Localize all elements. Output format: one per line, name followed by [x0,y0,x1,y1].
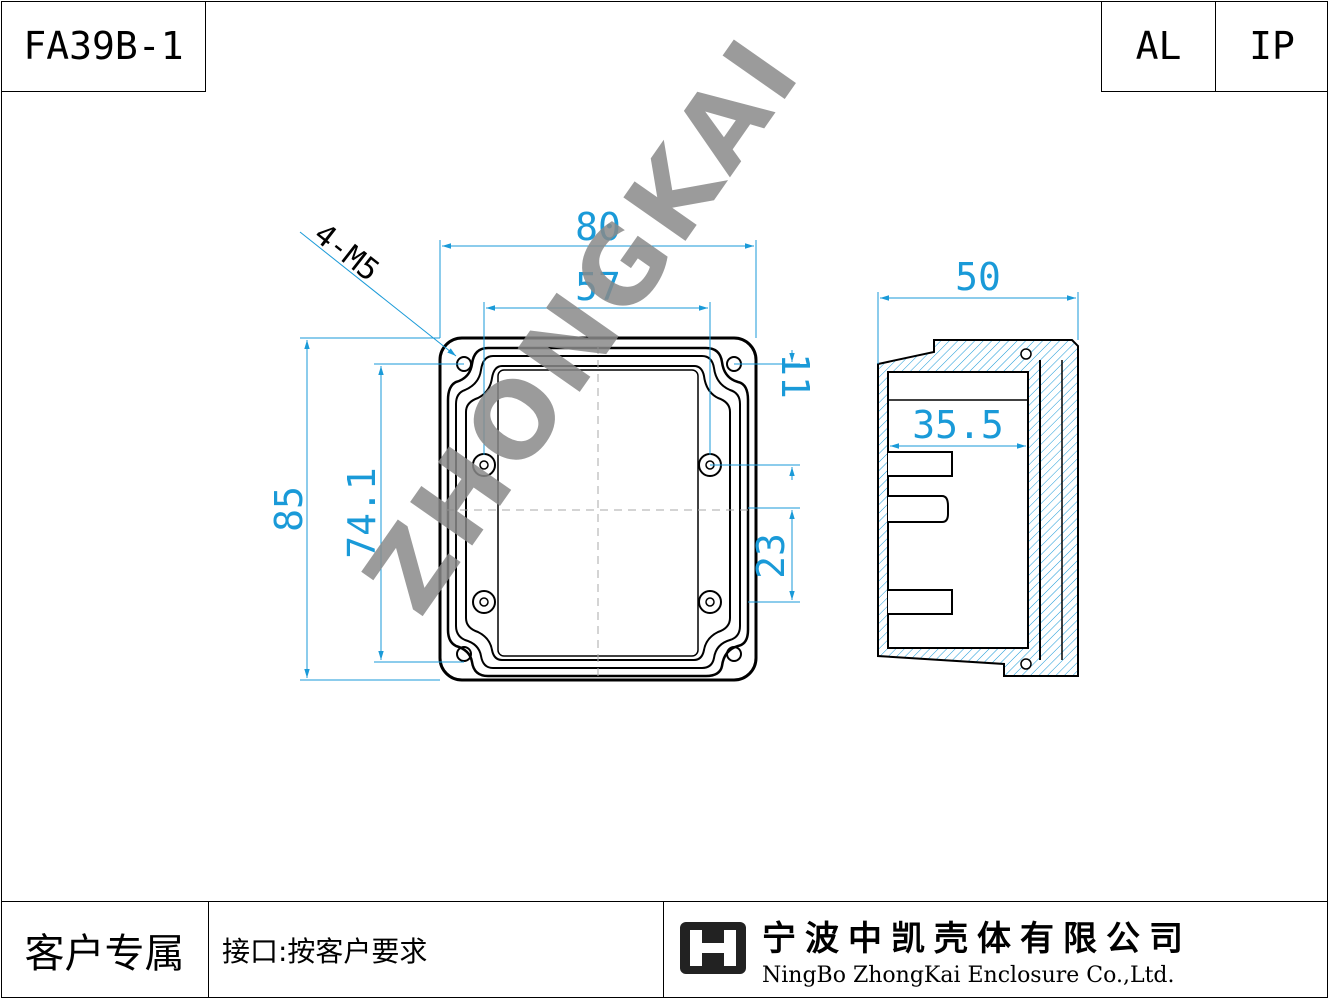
footer-divider [2,901,1328,902]
dim-height-outer: 85 [267,486,311,532]
dim-inner-depth: 35.5 [912,403,1004,447]
side-view [877,339,1079,677]
footer-divider-company [663,901,664,998]
footer-divider-customer [208,901,209,998]
material-tag: AL [1135,24,1182,68]
top-view [438,336,758,682]
mount-hole-bl [456,646,472,662]
dim-offset-top: 11 [773,353,817,399]
customer-label: 客户专属 [24,931,185,977]
title-divider-left [2,91,206,92]
boss-bl [472,590,496,614]
hole-spec-label: 4-M5 [307,217,385,289]
company-name-cn: 宁波中凯壳体有限公司 [762,918,1192,959]
title-divider-model [205,2,206,92]
dim-offset-mid: 23 [749,533,793,579]
side-view-dimensions [877,292,1079,449]
dim-height-inner: 74.1 [340,467,384,559]
company-logo [680,922,746,974]
lid-groove-inner [455,355,741,669]
company-name-en: NingBo ZhongKai Enclosure Co.,Ltd. [762,962,1175,988]
title-divider-al [1101,2,1102,92]
lid-groove-outer [446,346,750,678]
model-number: FA39B-1 [23,24,184,68]
mount-hole-br [726,646,742,662]
boss-br [698,590,722,614]
outer-flange [438,336,758,682]
title-divider-ip [1215,2,1216,92]
dim-width-inner: 57 [575,265,621,309]
dim-depth: 50 [955,255,1001,299]
interface-label: 接口:按客户要求 [222,935,428,968]
title-divider-right [1101,91,1328,92]
top-view-dimensions [299,231,800,681]
dim-width-outer: 80 [575,205,621,249]
cavity-wall [465,365,731,661]
rating-tag: IP [1249,24,1295,68]
